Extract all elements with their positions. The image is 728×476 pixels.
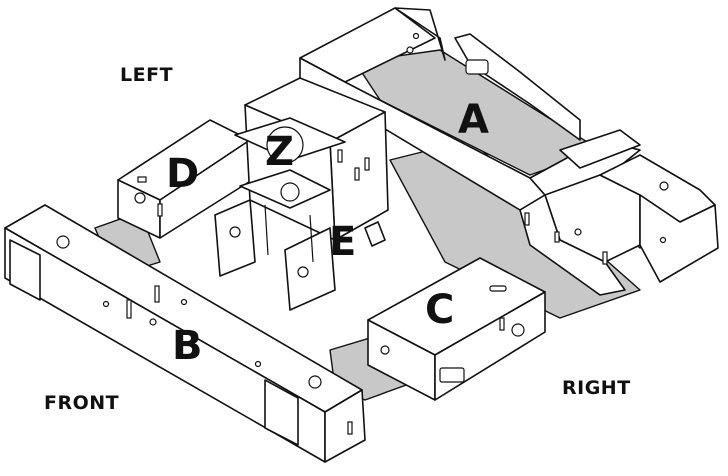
label-right: RIGHT	[562, 377, 631, 399]
part-b-rail	[4, 204, 366, 463]
part-label-z: Z	[265, 129, 295, 175]
label-front: FRONT	[44, 392, 120, 414]
label-left: LEFT	[120, 64, 174, 86]
part-label-c: C	[425, 287, 455, 333]
part-c-block	[367, 257, 546, 401]
part-label-e: E	[329, 219, 357, 265]
part-label-d: D	[166, 151, 200, 197]
part-label-b: B	[172, 323, 203, 369]
part-e-z-tower	[214, 77, 389, 311]
part-label-a: A	[458, 97, 489, 143]
part-a-rail	[299, 7, 719, 296]
